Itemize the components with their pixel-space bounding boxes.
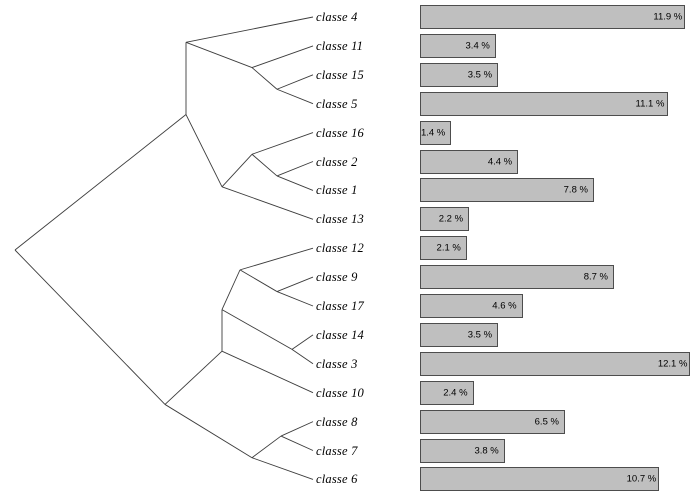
- leaf-label-classe-17: classe 17: [316, 298, 364, 313]
- bar-row: 6.5 %: [420, 409, 565, 434]
- bar-rect: [420, 294, 523, 318]
- bar-rect: [420, 207, 470, 232]
- bar-row: 3.5 %: [420, 322, 499, 347]
- bar-row: 2.2 %: [420, 207, 470, 232]
- leaf-label-classe-16: classe 16: [316, 125, 364, 140]
- bar-value-label: 11.9 %: [653, 11, 683, 23]
- bar-rect: [420, 149, 519, 174]
- bar-value-label: 3.5 %: [467, 329, 493, 341]
- bar-rect: [420, 178, 594, 203]
- leaf-label-classe-12: classe 12: [316, 240, 364, 255]
- bar-rect: [420, 322, 499, 347]
- bar-rect: [420, 467, 659, 492]
- bar-rect: [420, 265, 614, 290]
- leaf-label-classe-9: classe 9: [316, 269, 358, 284]
- bar-value-label: 6.5 %: [534, 416, 559, 428]
- leaf-label-classe-2: classe 2: [316, 154, 358, 169]
- bar-rect: [420, 380, 474, 405]
- bar-row: 1.4 %: [420, 120, 452, 145]
- bar-value-label: 1.4 %: [420, 127, 446, 139]
- leaf-label-classe-11: classe 11: [316, 38, 364, 53]
- bar-rect: [420, 91, 668, 116]
- leaf-label-classe-5: classe 5: [316, 96, 358, 111]
- bar-value-label: 2.1 %: [436, 242, 461, 254]
- bar-value-label: 3.5 %: [467, 69, 493, 81]
- bar-row: 11.1 %: [420, 91, 668, 116]
- bar-rect: [420, 438, 505, 463]
- bar-row: 3.4 %: [420, 33, 496, 58]
- bar-value-label: 2.4 %: [443, 387, 468, 399]
- bar-value-label: 7.8 %: [563, 184, 588, 196]
- bar-row: 12.1 %: [420, 351, 690, 376]
- bar-value-label: 4.6 %: [492, 300, 517, 312]
- leaf-label-classe-14: classe 14: [316, 327, 364, 342]
- bar-value-label: 2.2 %: [438, 213, 464, 225]
- bar-rect: [420, 5, 686, 29]
- leaf-label-classe-10: classe 10: [316, 385, 364, 400]
- bar-row: 10.7 %: [420, 467, 659, 492]
- bar-rect: [420, 351, 690, 376]
- bar-row: 3.8 %: [420, 438, 505, 463]
- bar-rect: [420, 33, 496, 58]
- leaf-label-classe-4: classe 4: [316, 9, 358, 24]
- bar-row: 11.9 %: [420, 5, 686, 29]
- bar-rect: [420, 409, 565, 434]
- bar-row: 4.4 %: [420, 149, 519, 174]
- leaf-label-classe-1: classe 1: [316, 183, 358, 198]
- leaf-label-classe-13: classe 13: [316, 212, 364, 227]
- bar-row: 7.8 %: [420, 178, 594, 203]
- leaf-label-classe-7: classe 7: [316, 443, 358, 458]
- bar-value-label: 8.7 %: [583, 271, 608, 283]
- bar-row: 4.6 %: [420, 294, 523, 318]
- bar-rect: [420, 236, 467, 261]
- bar-rect: [420, 62, 499, 87]
- bar-value-label: 4.4 %: [487, 156, 513, 167]
- bar-row: 2.1 %: [420, 236, 467, 261]
- bar-row: 2.4 %: [420, 380, 474, 405]
- leaf-label-classe-3: classe 3: [316, 356, 358, 371]
- bar-value-label: 11.1 %: [635, 98, 665, 110]
- leaf-label-classe-15: classe 15: [316, 67, 364, 82]
- leaf-label-classe-6: classe 6: [316, 472, 358, 487]
- bar-row: 3.5 %: [420, 62, 499, 87]
- bar-row: 8.7 %: [420, 265, 614, 290]
- bar-value-label: 10.7 %: [626, 473, 657, 485]
- bar-value-label: 12.1 %: [657, 358, 688, 370]
- leaf-label-classe-8: classe 8: [316, 414, 358, 429]
- bar-value-label: 3.4 %: [465, 40, 490, 52]
- bar-value-label: 3.8 %: [474, 445, 499, 456]
- bar-rect: [420, 120, 452, 145]
